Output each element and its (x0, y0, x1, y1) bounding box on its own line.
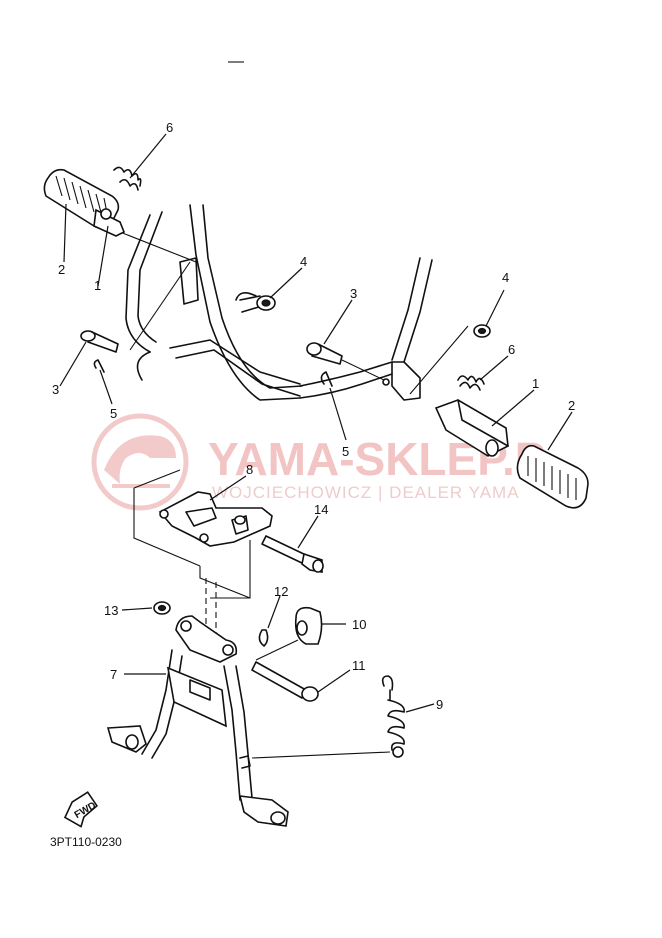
damper-10 (294, 606, 323, 645)
leader-lines (59, 133, 573, 713)
main-stand (106, 615, 289, 827)
bracket-frame-line-top (133, 469, 181, 489)
callout-4-right: 4 (502, 270, 509, 285)
diagram-code: 3PT110-0230 (50, 835, 122, 849)
left-spring (113, 166, 142, 191)
right-spring (457, 375, 485, 391)
center-clip (320, 371, 333, 387)
callout-11: 11 (352, 658, 366, 673)
washer-4-right (473, 324, 491, 338)
callout-6-right: 6 (508, 342, 515, 357)
shaft-11 (251, 661, 319, 702)
fwd-arrow-icon: FWD (63, 791, 98, 828)
callout-13: 13 (104, 603, 118, 618)
callouts: 6 2 1 4 3 5 3 5 4 6 1 2 8 14 13 12 10 7 … (52, 120, 575, 712)
callout-14: 14 (314, 502, 328, 517)
callout-8: 8 (246, 462, 253, 477)
right-footrest-bracket (434, 399, 509, 457)
frame-tubes (125, 204, 433, 401)
washer-4-center (256, 295, 276, 311)
callout-5-center: 5 (342, 444, 349, 459)
callout-2-right: 2 (568, 398, 575, 413)
damper-line (255, 639, 299, 661)
callout-1-left: 1 (94, 278, 101, 293)
callout-9: 9 (436, 697, 443, 712)
center-pin (306, 342, 390, 386)
callout-10: 10 (352, 617, 366, 632)
callout-3-left: 3 (52, 382, 59, 397)
left-step-line (119, 231, 197, 263)
bolt-14 (261, 535, 324, 573)
left-clip (93, 359, 105, 373)
callout-1-right: 1 (532, 376, 539, 391)
left-pin (80, 330, 119, 353)
right-footrest-rubber (516, 444, 589, 509)
callout-2-left: 2 (58, 262, 65, 277)
left-footrest (43, 168, 126, 237)
washer-13 (153, 601, 171, 615)
left-pin-line (129, 261, 191, 351)
watermark-subtitle: WOJCIECHOWICZ | DEALER YAMA (212, 483, 520, 502)
watermark-logo-icon (91, 413, 189, 511)
callout-6-left: 6 (166, 120, 173, 135)
stand-bracket (158, 491, 273, 547)
bracket-frame-line-right (210, 540, 251, 599)
bracket-frame-line-bottom (199, 566, 251, 599)
spring-9 (381, 675, 405, 758)
callout-12: 12 (274, 584, 288, 599)
callout-4-center: 4 (300, 254, 307, 269)
callout-3-center: 3 (350, 286, 357, 301)
spring-line (251, 751, 391, 759)
right-step-line (409, 325, 469, 395)
callout-7: 7 (110, 667, 117, 682)
callout-5-left: 5 (110, 406, 117, 421)
clip-12 (258, 629, 269, 647)
bracket-frame-line-left (133, 488, 201, 567)
